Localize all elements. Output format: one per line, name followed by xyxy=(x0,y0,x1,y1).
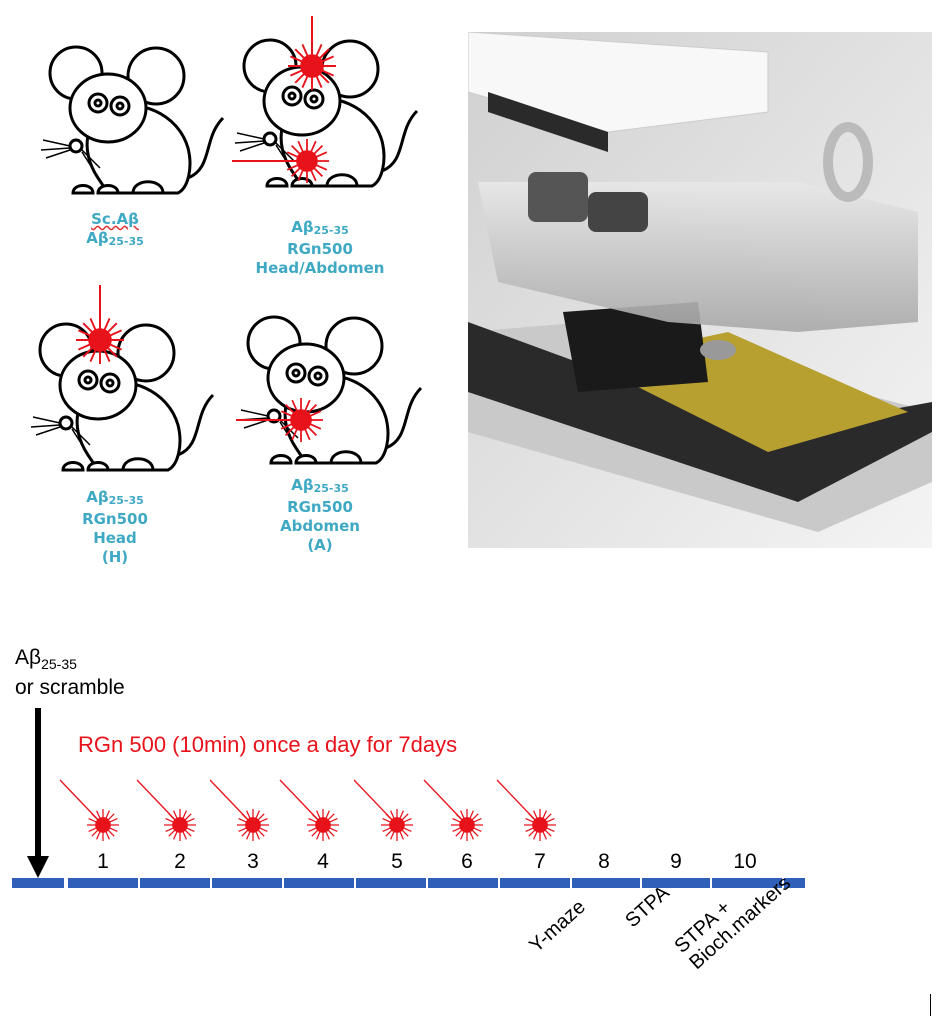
timeline-bar-segment xyxy=(712,878,782,888)
timeline-bar-segment xyxy=(428,878,498,888)
mouse-head-abdomen-illustration xyxy=(232,16,419,188)
injection-label: Aβ25-35 or scramble xyxy=(15,646,125,700)
day-label: 7 xyxy=(534,850,546,873)
group-label-head: Aβ25-35 RGn500 Head (H) xyxy=(82,488,148,566)
laser-session-icon xyxy=(136,779,197,842)
laser-session-icon xyxy=(59,779,120,842)
timeline-bar-segment xyxy=(784,878,805,888)
timeline-bar-segment xyxy=(500,878,570,888)
laser-session-icon xyxy=(209,779,270,842)
mouse-abdomen-illustration xyxy=(236,315,423,465)
timeline-bar-segment xyxy=(12,878,64,888)
day-label: 2 xyxy=(174,850,186,873)
timeline-bar-segment xyxy=(572,878,640,888)
irradiation-device-photo xyxy=(468,32,932,548)
laser-head-icon xyxy=(287,41,337,91)
day-label: 10 xyxy=(733,850,757,873)
day-label: 9 xyxy=(670,850,682,873)
laser-head-icon xyxy=(75,315,125,365)
laser-session-icon xyxy=(353,779,414,842)
laser-session-icon xyxy=(423,779,484,842)
day-label: 3 xyxy=(247,850,259,873)
divider xyxy=(930,994,931,1016)
group-label-abdomen: Aβ25-35 RGn500 Abdomen (A) xyxy=(280,476,360,554)
day-label: 4 xyxy=(317,850,329,873)
timeline-bar-segment xyxy=(356,878,426,888)
group-label-head-abdomen: Aβ25-35 RGn500 Head/Abdomen xyxy=(255,218,385,277)
laser-session-icon xyxy=(496,779,557,842)
injection-arrow-icon xyxy=(27,708,49,878)
day-label: 5 xyxy=(391,850,403,873)
mouse-control-illustration xyxy=(39,45,225,195)
timeline-bar-segment xyxy=(212,878,282,888)
treatment-label: RGn 500 (10min) once a day for 7days xyxy=(78,732,458,757)
test-label-stpa: STPA xyxy=(621,881,674,932)
group-label-control: Sc.Aβ Aβ25-35 xyxy=(86,210,144,248)
timeline-bar-segment xyxy=(140,878,210,888)
laser-abdomen-icon xyxy=(284,138,330,184)
day-label: 8 xyxy=(598,850,610,873)
laser-session-icon xyxy=(279,779,340,842)
day-label: 1 xyxy=(97,850,109,873)
day-label: 6 xyxy=(461,850,473,873)
mouse-head-illustration xyxy=(29,285,215,472)
timeline-bar-segment xyxy=(284,878,354,888)
timeline-bar-segment xyxy=(642,878,710,888)
timeline-bar-segment xyxy=(68,878,138,888)
test-label-ymaze: Y-maze xyxy=(525,895,590,957)
laser-abdomen-icon xyxy=(278,397,324,443)
